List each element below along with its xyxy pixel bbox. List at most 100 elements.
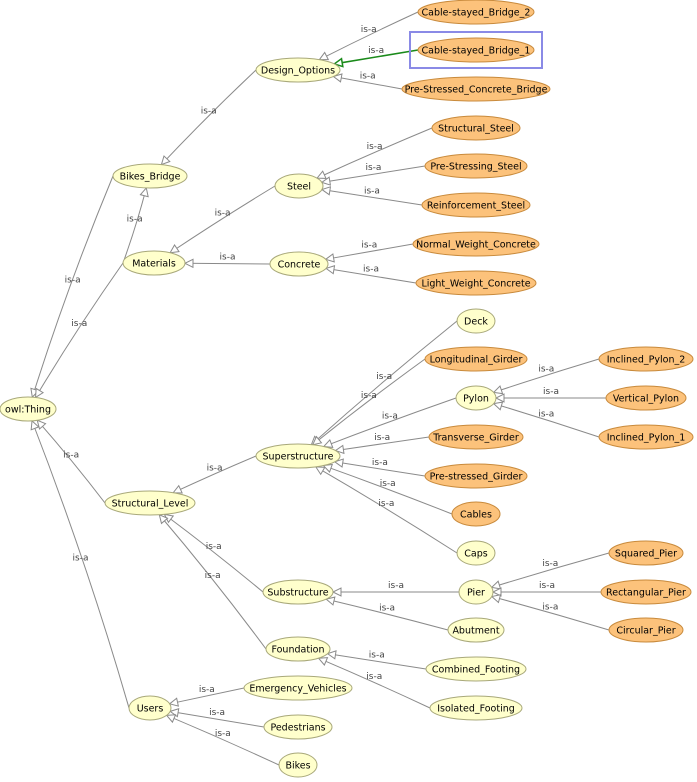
edge-pre-stressing-steel-to-steel[interactable]: is-a xyxy=(320,163,426,186)
node-bikes[interactable]: Bikes xyxy=(278,752,318,778)
edge-inclined-pylon-1-to-pylon[interactable]: is-a xyxy=(492,401,600,438)
edge-abutment-to-substructure[interactable]: is-a xyxy=(325,596,449,631)
edge-pier-to-substructure[interactable]: is-a xyxy=(331,581,459,597)
node-label: Bikes xyxy=(285,761,310,772)
edge-caps-to-superstructure[interactable]: is-a xyxy=(314,466,458,554)
class-ellipse xyxy=(0,396,57,422)
edge-cables-to-superstructure[interactable]: is-a xyxy=(322,463,453,515)
node-reinforcement-steel[interactable]: Reinforcement_Steel xyxy=(421,192,531,218)
edge-line xyxy=(311,320,458,445)
edge-reinforcement-steel-to-steel[interactable]: is-a xyxy=(320,186,423,206)
node-concrete[interactable]: Concrete xyxy=(269,251,329,277)
node-longitudinal-girder[interactable]: Longitudinal_Girder xyxy=(424,346,528,372)
edge-label: is-a xyxy=(361,25,377,35)
node-circular-pier[interactable]: Circular_Pier xyxy=(608,617,684,643)
node-combined-footing[interactable]: Combined_Footing xyxy=(425,656,527,682)
edge-bikes-bridge-to-owl-thing[interactable]: is-a xyxy=(30,175,114,399)
node-deck[interactable]: Deck xyxy=(456,308,496,334)
edge-combined-footing-to-foundation[interactable]: is-a xyxy=(326,650,427,670)
arrowhead-icon xyxy=(322,463,334,473)
node-inclined-pylon-1[interactable]: Inclined_Pylon_1 xyxy=(598,424,694,450)
individual-ellipse xyxy=(424,153,528,179)
node-structural-level[interactable]: Structural_Level xyxy=(104,490,196,516)
edge-cable-stayed-bridge-2-to-design-options[interactable]: is-a xyxy=(318,11,419,61)
node-substructure[interactable]: Substructure xyxy=(262,579,334,605)
edge-rectangular-pier-to-pier[interactable]: is-a xyxy=(491,581,601,597)
edge-deck-to-superstructure[interactable]: is-a xyxy=(310,320,458,446)
node-normal-weight-concrete[interactable]: Normal_Weight_Concrete xyxy=(412,231,540,257)
edge-materials-to-bikes-bridge[interactable]: is-a xyxy=(122,186,149,264)
node-isolated-footing[interactable]: Isolated_Footing xyxy=(429,695,523,721)
node-design-options[interactable]: Design_Options xyxy=(255,57,341,83)
arrowhead-icon xyxy=(158,513,169,525)
edge-label: is-a xyxy=(539,581,555,591)
edge-design-options-to-bikes-bridge[interactable]: is-a xyxy=(160,69,257,166)
node-rectangular-pier[interactable]: Rectangular_Pier xyxy=(600,579,692,605)
edge-bikes-to-users[interactable]: is-a xyxy=(165,714,280,766)
node-transverse-girder[interactable]: Transverse_Girder xyxy=(428,424,524,450)
edge-pre-stressed-concrete-bridge-to-design-options[interactable]: is-a xyxy=(332,72,403,90)
edge-superstructure-to-structural-level[interactable]: is-a xyxy=(172,455,257,494)
node-owl-thing[interactable]: owl:Thing xyxy=(0,396,57,422)
node-steel[interactable]: Steel xyxy=(274,173,324,199)
individual-ellipse xyxy=(401,76,551,102)
edge-users-to-owl-thing[interactable]: is-a xyxy=(30,419,130,709)
arrowhead-icon xyxy=(169,708,180,718)
edge-emergency-vehicles-to-users[interactable]: is-a xyxy=(168,685,245,707)
edge-line xyxy=(326,598,449,631)
node-label: Pre-Stressing_Steel xyxy=(430,162,521,173)
node-pre-stressed-concrete-bridge[interactable]: Pre-Stressed_Concrete_Bridge xyxy=(401,76,551,102)
node-materials[interactable]: Materials xyxy=(122,250,186,276)
edge-steel-to-materials[interactable]: is-a xyxy=(169,185,276,254)
node-cables[interactable]: Cables xyxy=(451,501,501,527)
edge-pedestrians-to-users[interactable]: is-a xyxy=(169,708,265,728)
node-emergency-vehicles[interactable]: Emergency_Vehicles xyxy=(243,675,353,701)
node-squared-pier[interactable]: Squared_Pier xyxy=(608,540,684,566)
edge-circular-pier-to-pier[interactable]: is-a xyxy=(490,594,610,631)
node-cable-stayed-bridge-2[interactable]: Cable-stayed_Bridge_2 xyxy=(417,0,535,25)
node-pylon[interactable]: Pylon xyxy=(455,385,497,411)
node-label: Pre-stressed_Girder xyxy=(430,472,523,483)
edge-normal-weight-concrete-to-concrete[interactable]: is-a xyxy=(324,241,414,263)
edge-label: is-a xyxy=(368,46,384,56)
edge-concrete-to-materials[interactable]: is-a xyxy=(183,253,271,269)
edge-line xyxy=(325,267,417,284)
node-light-weight-concrete[interactable]: Light_Weight_Concrete xyxy=(415,270,537,296)
node-label: Circular_Pier xyxy=(616,626,675,637)
edge-inclined-pylon-2-to-pylon[interactable]: is-a xyxy=(492,358,600,395)
edge-structural-steel-to-steel[interactable]: is-a xyxy=(316,127,433,179)
node-caps[interactable]: Caps xyxy=(456,540,496,566)
node-vertical-pylon[interactable]: Vertical_Pylon xyxy=(605,385,687,411)
edge-squared-pier-to-pier[interactable]: is-a xyxy=(490,552,610,590)
node-structural-steel[interactable]: Structural_Steel xyxy=(431,115,521,141)
node-users[interactable]: Users xyxy=(128,695,172,721)
node-pedestrians[interactable]: Pedestrians xyxy=(263,714,333,740)
edge-pre-stressed-girder-to-superstructure[interactable]: is-a xyxy=(333,458,426,477)
edge-structural-level-to-owl-thing[interactable]: is-a xyxy=(36,419,106,504)
node-abutment[interactable]: Abutment xyxy=(447,617,505,643)
node-superstructure[interactable]: Superstructure xyxy=(255,443,341,469)
node-label: Materials xyxy=(132,259,176,270)
edge-label: is-a xyxy=(376,372,392,382)
individual-ellipse xyxy=(424,346,528,372)
node-pier[interactable]: Pier xyxy=(458,579,494,605)
node-pre-stressed-girder[interactable]: Pre-stressed_Girder xyxy=(424,463,528,489)
node-pre-stressing-steel[interactable]: Pre-Stressing_Steel xyxy=(424,153,528,179)
node-cable-stayed-bridge-1[interactable]: Cable-stayed_Bridge_1 xyxy=(417,37,535,63)
edge-foundation-to-structural-level[interactable]: is-a xyxy=(158,513,267,650)
node-label: Rectangular_Pier xyxy=(606,588,686,599)
edge-transverse-girder-to-superstructure[interactable]: is-a xyxy=(334,433,430,455)
node-inclined-pylon-2[interactable]: Inclined_Pylon_2 xyxy=(598,346,694,372)
edge-pylon-to-superstructure[interactable]: is-a xyxy=(322,397,457,448)
arrowhead-icon xyxy=(320,176,332,186)
edge-materials-to-owl-thing[interactable]: is-a xyxy=(34,262,124,399)
edge-vertical-pylon-to-pylon[interactable]: is-a xyxy=(494,387,606,403)
node-foundation[interactable]: Foundation xyxy=(265,636,331,662)
edge-cable-stayed-bridge-1-to-design-options[interactable]: is-a xyxy=(332,46,419,68)
edge-light-weight-concrete-to-concrete[interactable]: is-a xyxy=(324,265,417,284)
node-label: Transverse_Girder xyxy=(432,433,519,444)
node-bikes-bridge[interactable]: Bikes_Bridge xyxy=(112,163,188,189)
edge-isolated-footing-to-foundation[interactable]: is-a xyxy=(317,657,431,709)
edge-longitudinal-girder-to-superstructure[interactable]: is-a xyxy=(311,358,426,446)
